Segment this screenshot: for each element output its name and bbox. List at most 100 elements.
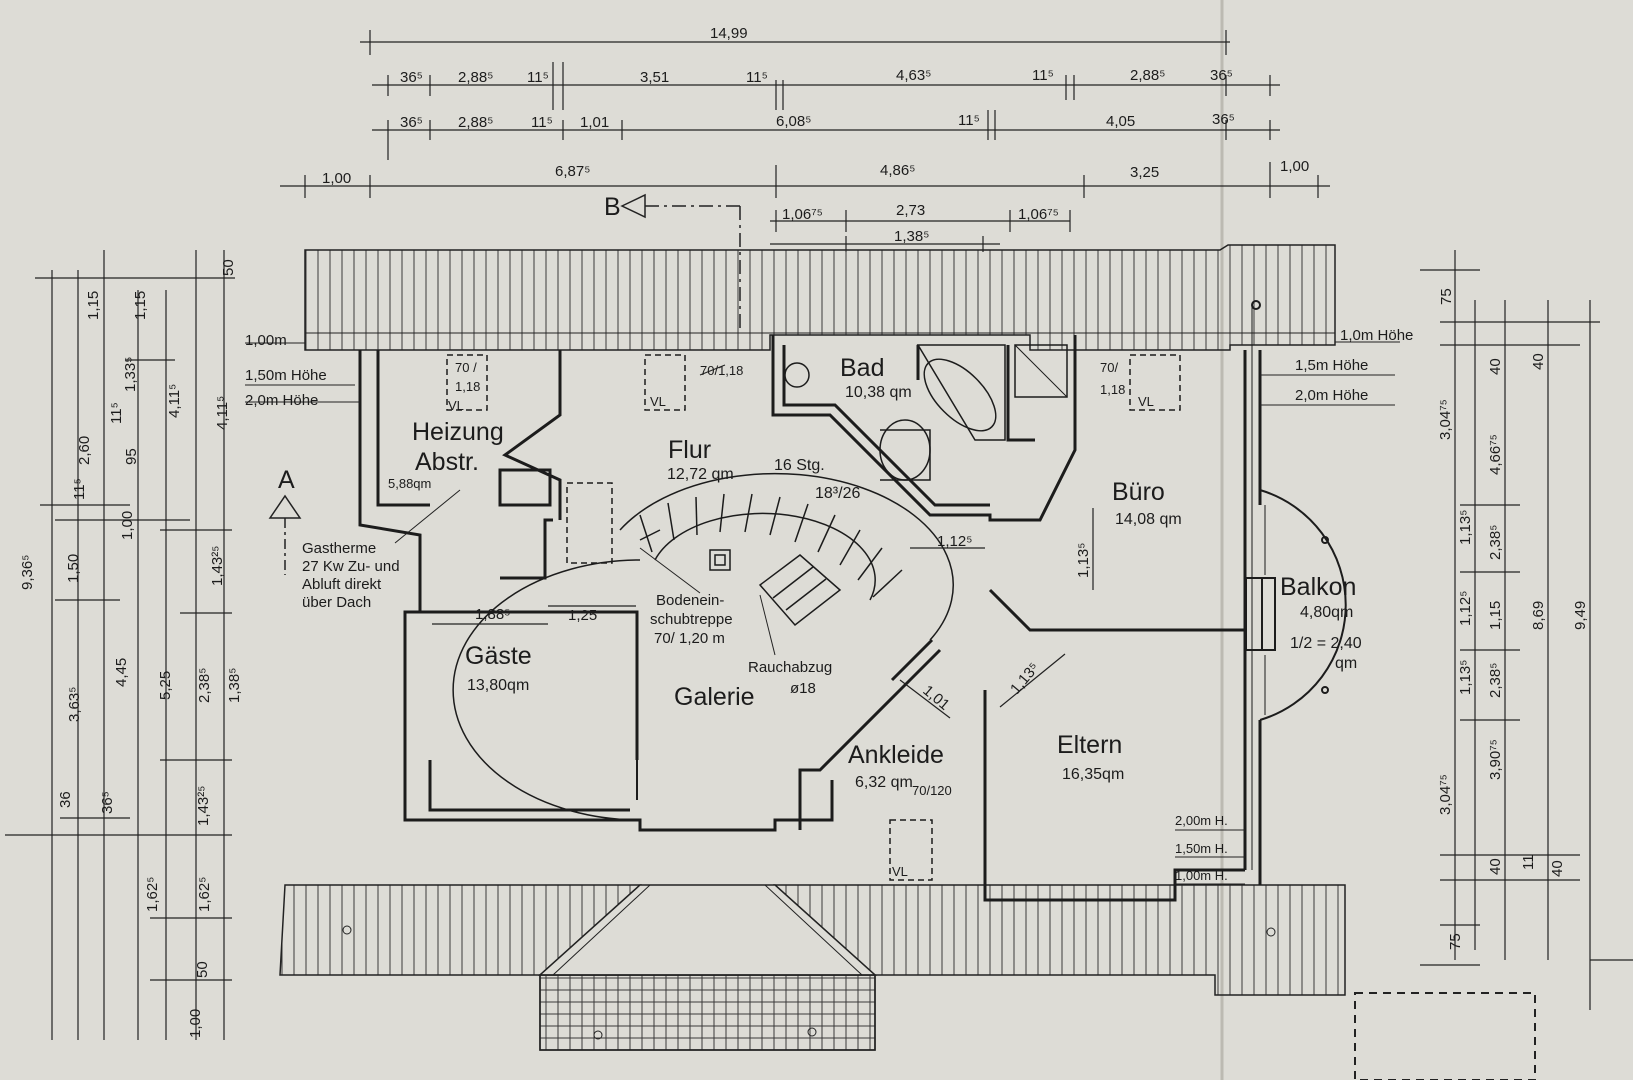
window-size: 70/120 xyxy=(912,783,952,798)
room-ankleide-name: Ankleide xyxy=(848,741,944,769)
dim-label: 4,11⁵ xyxy=(166,384,183,418)
dim-label: 50 xyxy=(194,961,211,978)
height-label: 1,5m Höhe xyxy=(1295,357,1368,374)
dim-label: 9,49 xyxy=(1572,601,1589,630)
dim-label: 11⁵ xyxy=(1032,67,1054,84)
window-size: 70/ xyxy=(1100,360,1118,375)
dim-label: 11⁵ xyxy=(746,69,768,86)
room-flur-name: Flur xyxy=(668,436,711,464)
dim-label: 9,36⁵ xyxy=(19,555,36,590)
spiral-staircase xyxy=(452,472,954,821)
dim-label: 75 xyxy=(1438,288,1455,305)
dim-label: 1,00 xyxy=(1280,158,1309,175)
dim-label: 4,45 xyxy=(113,658,130,687)
window-tag: VL xyxy=(1138,394,1154,409)
window-labels: 70 / 1,18 VL 70/1,18 VL 70/ 1,18 VL 70/1… xyxy=(448,360,1154,879)
dim-label: 11⁵ xyxy=(527,69,549,86)
section-marker-a: A xyxy=(268,466,302,575)
room-balkon-unit: qm xyxy=(1335,655,1357,672)
dim-label: 36 xyxy=(57,791,74,808)
section-b-letter: B xyxy=(604,193,621,221)
dim-label: 36⁵ xyxy=(99,791,116,814)
dim-label: 40 xyxy=(1530,353,1547,370)
note-gastherme-line: Abluft direkt xyxy=(302,576,382,593)
dim-label: 6,87⁵ xyxy=(555,163,590,180)
dim-label: 4,63⁵ xyxy=(896,67,931,84)
dim-label: 4,11⁵ xyxy=(214,396,231,430)
dim-label: 40 xyxy=(1549,860,1566,877)
window-tag: VL xyxy=(892,864,908,879)
room-bad-name: Bad xyxy=(840,354,884,382)
room-heizung-area: 5,88qm xyxy=(388,476,431,491)
height-label: 1,0m Höhe xyxy=(1340,327,1413,344)
dim-label: 36⁵ xyxy=(400,69,423,86)
height-labels: 1,00m 1,50m Höhe 2,0m Höhe 1,0m Höhe 1,5… xyxy=(245,327,1413,883)
leader-lines xyxy=(394,364,776,656)
height-label: 1,50m Höhe xyxy=(245,367,327,384)
height-label: 2,0m Höhe xyxy=(1295,387,1368,404)
left-dimension-labels: 9,36⁵ 1,15 1,15 1,33⁵ 11⁵ 2,60 95 4,11⁵ … xyxy=(19,259,243,1038)
dim-label: 4,66⁷⁵ xyxy=(1487,434,1504,475)
dim-label: 75 xyxy=(1447,933,1464,950)
height-label: 1,50m H. xyxy=(1175,841,1228,856)
dim-label: 1,00 xyxy=(187,1009,204,1038)
bath-fixtures xyxy=(784,344,1068,481)
dashed-outline xyxy=(1354,992,1536,1080)
dim-label: 1,15 xyxy=(85,291,102,320)
dim-label: 2,38⁵ xyxy=(1487,525,1504,560)
window-tag: VL xyxy=(448,398,464,413)
note-rauchabzug-line: ø18 xyxy=(790,680,816,697)
dim-label: 40 xyxy=(1487,358,1504,375)
note-rauchabzug-line: Rauchabzug xyxy=(748,659,832,676)
dim-label: 11⁵ xyxy=(531,114,553,131)
left-dimension-chains xyxy=(5,250,235,1040)
dim-label: 1,00 xyxy=(322,170,351,187)
note-gastherme-line: über Dach xyxy=(302,594,371,611)
dim-label: 11⁵ xyxy=(71,478,88,500)
height-label: 1,00m H. xyxy=(1175,868,1228,883)
dim-label: 11⁵ xyxy=(108,402,125,424)
room-galerie-name: Galerie xyxy=(674,683,755,711)
dim-label: 1,33⁵ xyxy=(122,357,139,392)
dim-label: 1,15 xyxy=(132,291,149,320)
dim-label: 36⁵ xyxy=(1212,111,1235,128)
walls xyxy=(358,335,1262,902)
room-labels: Heizung Abstr. 5,88qm Flur 12,72 qm Bad … xyxy=(388,354,1362,791)
dim-label: 11⁵ xyxy=(958,112,980,129)
dim-label: 1,38⁵ xyxy=(226,668,243,703)
dim-label: 36⁵ xyxy=(1210,67,1233,84)
dim-label: 8,69 xyxy=(1530,601,1547,630)
dim-label: 1,13⁵ xyxy=(1457,660,1474,695)
dim-label: 3,63⁵ xyxy=(66,687,83,722)
window-size: 1,18 xyxy=(455,379,480,394)
room-buero-name: Büro xyxy=(1112,478,1165,506)
dim-label: 2,38⁵ xyxy=(1487,663,1504,698)
dim-label: 2,88⁵ xyxy=(1130,67,1165,84)
room-balkon-half: 1/2 = 2,40 xyxy=(1290,635,1362,652)
dim-label: 3,25 xyxy=(1130,164,1159,181)
dim-label: 2,88⁵ xyxy=(458,114,493,131)
dim-label: 40 xyxy=(1487,858,1504,875)
dim-label: 1,50 xyxy=(65,554,82,583)
annotation-notes: Gastherme 27 Kw Zu- und Abluft direkt üb… xyxy=(302,540,832,697)
window-size: 1,18 xyxy=(1100,382,1125,397)
dim-label: 1,06⁷⁵ xyxy=(1018,206,1059,223)
dim-label: 1,43²⁵ xyxy=(209,546,226,586)
window-tag: VL xyxy=(650,394,666,409)
right-dimension-labels: 75 40 40 3,04⁷⁵ 4,66⁷⁵ 1,13⁵ 2,38⁵ 1,12⁵… xyxy=(1437,288,1589,950)
window-size: 70 / xyxy=(455,360,477,375)
dim-label: 1,25 xyxy=(568,607,597,624)
room-ankleide-area: 6,32 qm xyxy=(855,774,913,791)
stair-count: 16 Stg. xyxy=(774,457,825,474)
dim-label: 95 xyxy=(123,448,140,465)
height-label: 2,00m H. xyxy=(1175,813,1228,828)
room-heizung-name2: Abstr. xyxy=(415,448,479,476)
dim-label: 1,00 xyxy=(119,511,136,540)
dim-label: 1,13⁵ xyxy=(1457,510,1474,545)
top-dimension-chains xyxy=(280,30,1330,252)
height-label: 2,0m Höhe xyxy=(245,392,318,409)
dim-label: 5,25 xyxy=(157,671,174,700)
dim-label: 3,51 xyxy=(640,69,669,86)
room-heizung-name: Heizung xyxy=(412,418,504,446)
